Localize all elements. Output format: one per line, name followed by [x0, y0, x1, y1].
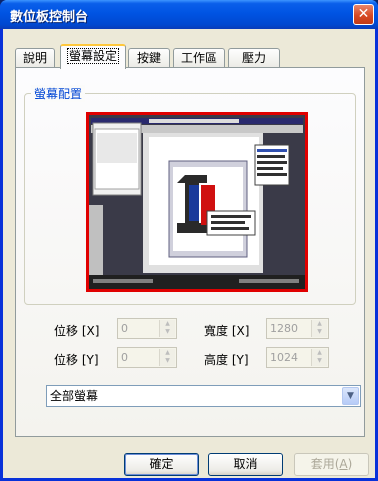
chevron-down-icon[interactable]: ▼ — [342, 387, 359, 405]
screen-layout-group — [24, 93, 356, 305]
offset-y-label: 位移 [Y] — [54, 353, 99, 367]
offset-x-spinner[interactable]: 0 ▲▼ — [117, 318, 177, 339]
width-label: 寬度 [X] — [204, 324, 250, 338]
offset-y-value: 0 — [121, 351, 128, 364]
spin-up-icon[interactable]: ▲ — [317, 320, 322, 327]
close-icon: ✕ — [357, 6, 370, 22]
height-spinner[interactable]: 1024 ▲▼ — [266, 347, 329, 368]
width-value: 1280 — [270, 322, 298, 335]
height-label: 高度 [Y] — [204, 353, 249, 367]
tab-buttons-label: 按鍵 — [136, 51, 161, 65]
close-button[interactable]: ✕ — [353, 4, 374, 25]
screen-layout-label: 螢幕配置 — [31, 85, 86, 102]
tab-buttons[interactable]: 按鍵 — [128, 48, 170, 67]
tab-screen-settings[interactable]: 螢幕設定 — [60, 44, 126, 69]
spin-down-icon[interactable]: ▼ — [317, 328, 322, 335]
width-spinner[interactable]: 1280 ▲▼ — [266, 318, 329, 339]
apply-button-accesskey: A — [339, 457, 348, 471]
window-title: 數位板控制台 — [10, 10, 89, 25]
spin-down-icon[interactable]: ▼ — [165, 328, 170, 335]
screen-preview-image — [89, 115, 305, 289]
apply-button[interactable]: 套用(A) — [294, 453, 369, 476]
spin-up-icon[interactable]: ▲ — [165, 349, 170, 356]
title-bar[interactable]: 數位板控制台 ✕ — [0, 0, 378, 29]
tab-work-area-label: 工作區 — [180, 51, 217, 65]
tab-work-area[interactable]: 工作區 — [173, 48, 225, 67]
cancel-button-label: 取消 — [233, 457, 258, 471]
apply-button-label-end: ) — [347, 457, 353, 471]
offset-x-spin-arrows[interactable]: ▲▼ — [159, 320, 175, 337]
offset-y-spin-arrows[interactable]: ▲▼ — [159, 349, 175, 366]
tab-pressure-label: 壓力 — [241, 51, 266, 65]
cancel-button[interactable]: 取消 — [208, 453, 283, 476]
offset-x-value: 0 — [121, 322, 128, 335]
monitor-select-value: 全部螢幕 — [50, 389, 99, 403]
width-spin-arrows[interactable]: ▲▼ — [311, 320, 327, 337]
offset-x-label: 位移 [X] — [54, 324, 100, 338]
spin-down-icon[interactable]: ▼ — [317, 357, 322, 364]
ok-button-label: 確定 — [149, 457, 174, 471]
tab-screen-settings-label: 螢幕設定 — [66, 48, 119, 64]
offset-y-spinner[interactable]: 0 ▲▼ — [117, 347, 177, 368]
spin-down-icon[interactable]: ▼ — [165, 357, 170, 364]
tab-help[interactable]: 說明 — [15, 48, 55, 67]
height-value: 1024 — [270, 351, 298, 364]
monitor-select[interactable]: 全部螢幕 ▼ — [46, 385, 361, 407]
screen-preview[interactable] — [86, 112, 308, 292]
spin-up-icon[interactable]: ▲ — [165, 320, 170, 327]
tab-help-label: 說明 — [22, 51, 47, 65]
ok-button[interactable]: 確定 — [124, 453, 199, 476]
apply-button-label: 套用( — [310, 457, 340, 471]
height-spin-arrows[interactable]: ▲▼ — [311, 349, 327, 366]
tab-pressure[interactable]: 壓力 — [228, 48, 280, 67]
spin-up-icon[interactable]: ▲ — [317, 349, 322, 356]
